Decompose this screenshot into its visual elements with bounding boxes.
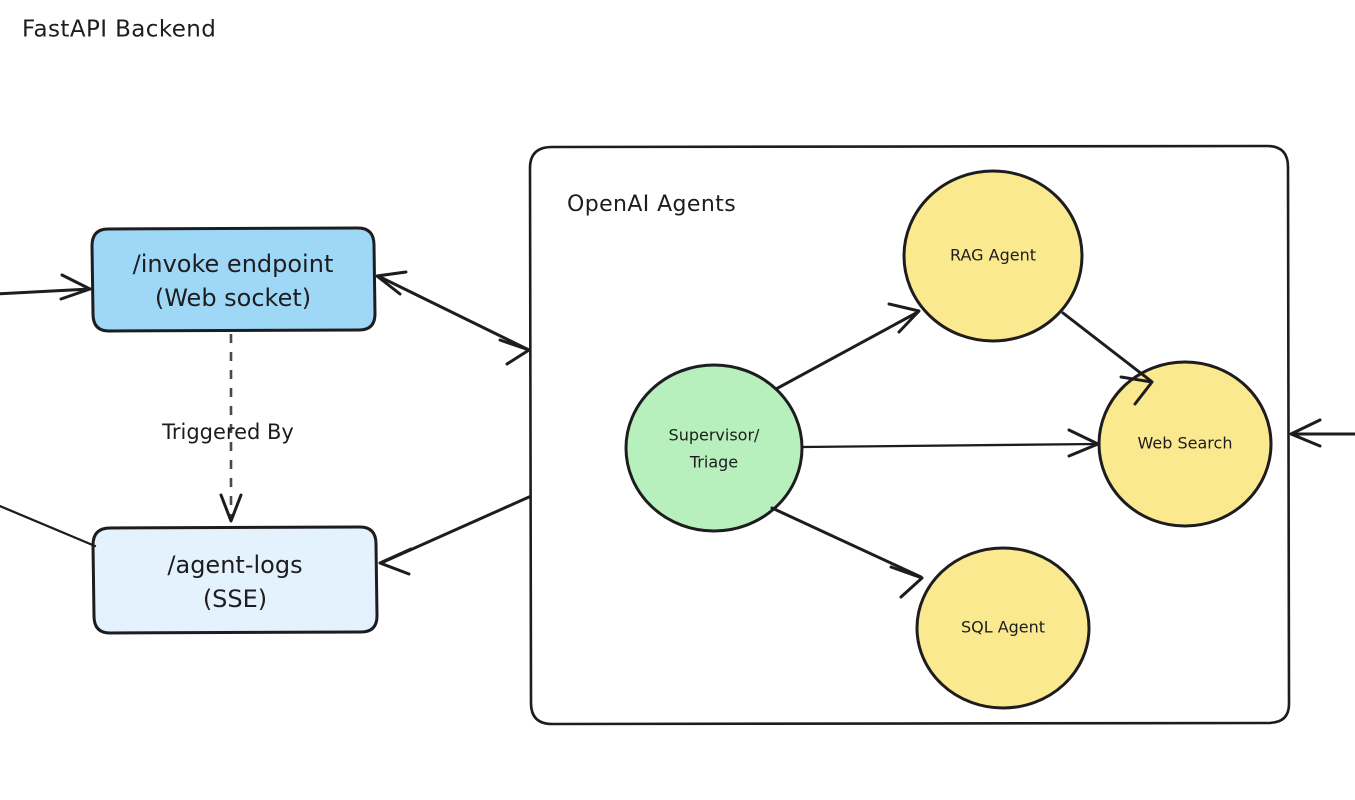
node-supervisor-triage-line1: Supervisor/: [669, 426, 760, 445]
group-label-openai-agents: OpenAI Agents: [567, 192, 736, 217]
box-invoke-endpoint-line2: (Web socket): [155, 284, 311, 312]
node-rag-agent[interactable]: RAG Agent: [902, 169, 1084, 343]
box-invoke-endpoint-shape: [90, 226, 377, 333]
box-agent-logs-line1: /agent-logs: [167, 551, 302, 579]
edge-supervisor-to-rag: [774, 302, 921, 391]
edge-label-triggered-by: Triggered By: [161, 420, 294, 444]
node-sql-agent-shape: [915, 546, 1091, 710]
node-supervisor-triage[interactable]: Supervisor/ Triage: [624, 363, 804, 533]
edge-invoke-to-agents: [375, 270, 531, 366]
edge-agentlogs-to-external: [0, 504, 97, 548]
node-web-search[interactable]: Web Search: [1097, 360, 1273, 528]
group-openai-agents[interactable]: OpenAI Agents: [528, 144, 1291, 726]
box-agent-logs-line2: (SSE): [203, 585, 267, 613]
box-invoke-endpoint[interactable]: /invoke endpoint (Web socket): [90, 226, 377, 333]
edge-rag-to-websearch: [1061, 311, 1154, 406]
edge-supervisor-to-sql: [770, 506, 924, 599]
box-agent-logs-shape: [91, 525, 379, 635]
node-rag-agent-shape: [902, 169, 1084, 343]
box-invoke-endpoint-line1: /invoke endpoint: [133, 250, 334, 278]
edge-external-right-to-agents: [1289, 418, 1355, 448]
node-supervisor-triage-shape: [624, 363, 804, 533]
page-title: FastAPI Backend: [22, 17, 216, 43]
box-agent-logs[interactable]: /agent-logs (SSE): [91, 525, 379, 635]
node-sql-agent-label: SQL Agent: [961, 618, 1045, 637]
edge-invoke-to-agentlogs-dashed: Triggered By: [161, 334, 294, 523]
node-supervisor-triage-line2: Triage: [689, 453, 738, 472]
edge-agents-to-agentlogs: [378, 495, 531, 576]
node-web-search-label: Web Search: [1138, 434, 1233, 453]
node-rag-agent-label: RAG Agent: [950, 246, 1036, 265]
node-sql-agent[interactable]: SQL Agent: [915, 546, 1091, 710]
group-border: [528, 144, 1291, 726]
edge-external-to-invoke: [0, 273, 92, 301]
edge-supervisor-to-websearch: [801, 428, 1100, 458]
